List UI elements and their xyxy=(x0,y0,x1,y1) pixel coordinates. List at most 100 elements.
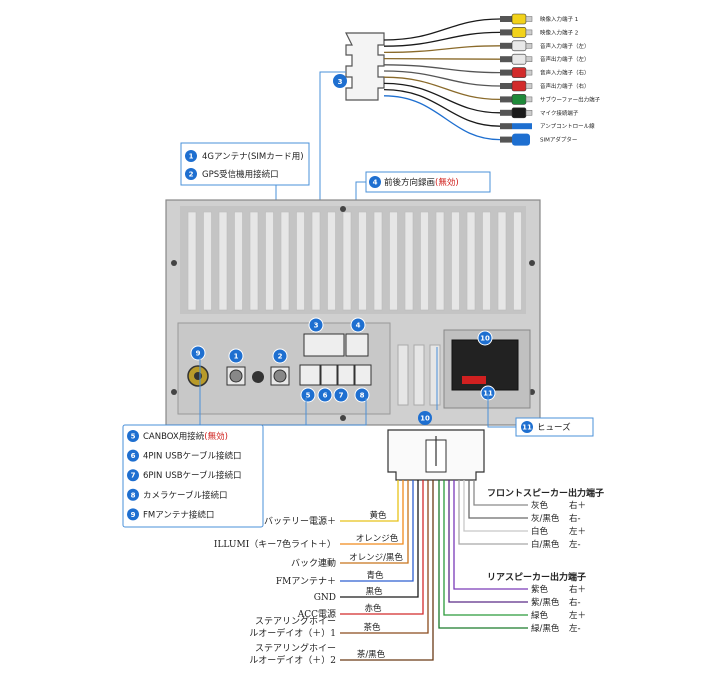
left-wire xyxy=(340,480,399,522)
main-harness-wires xyxy=(340,480,528,661)
callout-marker xyxy=(127,430,139,442)
rca-plug-body xyxy=(500,69,512,76)
left-wire xyxy=(340,480,404,545)
rca-plugs xyxy=(500,13,533,146)
rca-wires xyxy=(383,18,501,141)
callout-11-text: ヒューズ xyxy=(537,422,571,433)
callout-1-marker xyxy=(185,150,197,162)
panel-marker-number: 5 xyxy=(306,392,311,400)
wire-function-label: バッテリー電源＋ xyxy=(264,516,336,527)
rear-speaker-wire xyxy=(453,480,528,590)
rear-speaker-color: 緑/黒色 xyxy=(531,623,560,634)
panel-marker-number: 6 xyxy=(323,392,328,400)
vent-1 xyxy=(397,344,409,406)
wire-function-label: バック連動 xyxy=(291,557,336,569)
heatsink-fins xyxy=(187,211,522,311)
front-speaker-wire xyxy=(458,480,528,545)
panel-marker xyxy=(477,330,493,346)
wire-color-name: 青色 xyxy=(366,570,384,581)
connector-3 xyxy=(303,333,345,357)
heatsink-fin xyxy=(342,211,352,311)
callout-text: 6PIN USBケーブル接続口 xyxy=(143,470,242,481)
wire-function-label: ILLUMI（キー7色ライト＋） xyxy=(214,538,336,550)
4g-antenna-port-core xyxy=(229,369,243,383)
rca-plug-body xyxy=(500,136,512,143)
callout-11-number: 11 xyxy=(522,424,532,432)
rear-speaker-side: 右- xyxy=(569,597,581,608)
callout-4-text: 前後方向録画 xyxy=(384,177,435,188)
callout-marker xyxy=(127,488,139,501)
callout-3-marker xyxy=(333,74,347,88)
callout-text: FMアンテナ接続口 xyxy=(143,509,214,520)
rca-plug-head-icon xyxy=(511,94,527,105)
heatsink-fin xyxy=(218,211,228,311)
panel-marker-number: 3 xyxy=(314,322,319,330)
rear-speaker-title: リアスピーカー出力端子 xyxy=(487,571,586,583)
rca-plug-pin xyxy=(525,69,533,76)
rear-speaker-side: 左＋ xyxy=(569,610,586,621)
rca-label: サブウーファー出力端子 xyxy=(540,95,601,103)
amp-control-plug-icon xyxy=(512,123,532,130)
front-speaker-color: 白/黒色 xyxy=(531,539,560,550)
rca-label: 映像入力端子 2 xyxy=(540,28,578,36)
callout-2-text: GPS受信機用接続口 xyxy=(202,169,279,180)
panel-marker xyxy=(228,348,244,364)
heatsink-fin xyxy=(234,211,243,311)
front-speaker-side: 左- xyxy=(569,539,581,550)
wire-color-name: オレンジ/黒色 xyxy=(349,552,403,563)
heatsink-fin xyxy=(265,211,274,311)
rca-plug-pin xyxy=(525,83,533,89)
callout-4-red: (無効) xyxy=(435,177,459,188)
rca-wire xyxy=(383,18,501,41)
front-speaker-color: 白色 xyxy=(531,526,549,537)
rca-plug-head-icon xyxy=(511,80,527,92)
rca-plug-body xyxy=(500,123,512,130)
callout-label: 4PIN USBケーブル接続口 xyxy=(143,451,242,462)
heatsink-fin xyxy=(451,211,460,311)
rca-plug xyxy=(500,94,533,105)
rca-plug-head-icon xyxy=(511,40,527,52)
heatsink-fin xyxy=(513,211,522,311)
callout-10-number: 10 xyxy=(420,415,430,423)
rca-plug xyxy=(500,67,533,78)
rca-label: 音声入力端子（右） xyxy=(540,69,590,77)
rca-plug-pin xyxy=(525,56,533,62)
callout-1-number: 1 xyxy=(189,153,194,161)
rca-label: 音声出力端子（右） xyxy=(540,82,590,90)
callout-number: 7 xyxy=(131,472,136,480)
rca-wire xyxy=(383,76,501,101)
panel-marker xyxy=(350,317,366,333)
rca-plug-pin xyxy=(525,16,533,22)
screw-top-icon xyxy=(340,206,346,212)
wire-function-label-2: ルオーデイオ（＋）2 xyxy=(249,654,336,666)
callout-number: 5 xyxy=(131,433,136,441)
panel-marker xyxy=(300,387,316,403)
rca-plug-body xyxy=(500,56,512,63)
left-wire xyxy=(340,480,414,582)
head-unit-rear-panel xyxy=(165,199,541,426)
callout-number: 6 xyxy=(131,452,136,460)
vent-2 xyxy=(413,344,425,406)
front-speaker-side: 左＋ xyxy=(569,526,586,537)
heatsink-fin xyxy=(358,211,367,311)
rear-speaker-wire xyxy=(448,480,528,603)
heatsink-fin xyxy=(249,211,259,311)
heatsink-fin xyxy=(420,211,429,311)
connector-8 xyxy=(354,364,372,386)
rca-wire xyxy=(383,70,501,87)
gps-port-core xyxy=(273,369,287,383)
callout-11: 11 ヒューズ xyxy=(487,393,594,437)
heatsink-fin xyxy=(373,211,383,311)
wire-function-label: ACC電源 xyxy=(297,609,336,620)
callout-label: 6PIN USBケーブル接続口 xyxy=(143,470,242,481)
callout-4-marker xyxy=(369,176,381,188)
heatsink-fin xyxy=(187,211,197,311)
callout-2-number: 2 xyxy=(189,171,194,179)
rca-wire xyxy=(383,57,501,60)
panel-marker xyxy=(317,387,333,403)
heatsink-fin xyxy=(497,211,507,311)
heatsink-fin xyxy=(389,211,398,311)
rca-label: 音声出力端子（左） xyxy=(540,55,590,63)
